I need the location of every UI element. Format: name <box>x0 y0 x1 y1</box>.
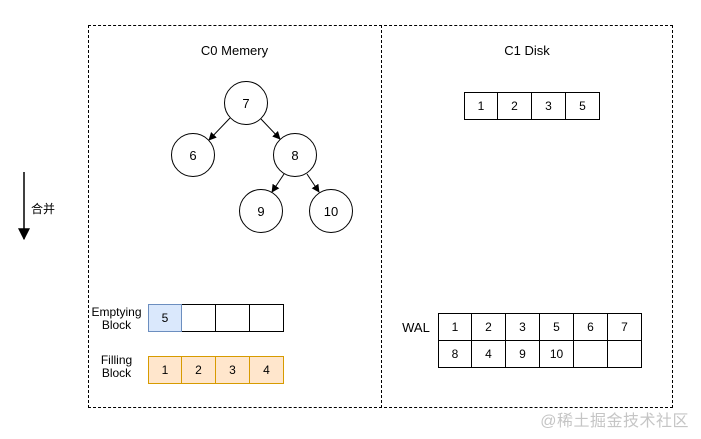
emptying-block-array: 5 <box>148 304 284 332</box>
wal-cell: 9 <box>506 341 540 368</box>
tree-edge-7-6 <box>208 117 231 141</box>
dashed-container <box>88 25 673 408</box>
wal-cell <box>574 341 608 368</box>
watermark: @稀土掘金技术社区 <box>540 413 689 430</box>
emptying-cell-highlighted: 5 <box>148 304 182 332</box>
wal-cell: 6 <box>574 313 608 341</box>
disk-cell: 5 <box>566 92 600 120</box>
c0-memory-title: C0 Memery <box>200 43 269 58</box>
tree-node-10: 10 <box>309 189 353 233</box>
wal-cell: 7 <box>608 313 642 341</box>
filling-block-label-line1: Filling <box>100 353 133 367</box>
emptying-block-label-line1: Emptying <box>91 305 142 319</box>
wal-cell: 4 <box>472 341 506 368</box>
tree-node-6: 6 <box>171 133 215 177</box>
filling-block-array: 1 2 3 4 <box>148 356 284 384</box>
wal-cell: 2 <box>472 313 506 341</box>
filling-cell: 4 <box>250 356 284 384</box>
disk-cell: 3 <box>532 92 566 120</box>
disk-cell: 1 <box>464 92 498 120</box>
disk-cell: 2 <box>498 92 532 120</box>
wal-cell: 5 <box>540 313 574 341</box>
c1-disk-title: C1 Disk <box>504 43 550 58</box>
emptying-block-label-line2: Block <box>101 318 132 332</box>
filling-cell: 1 <box>148 356 182 384</box>
filling-block-label: Filling Block <box>88 354 145 380</box>
tree-edge-7-8 <box>260 118 281 140</box>
filling-cell: 2 <box>182 356 216 384</box>
tree-node-8: 8 <box>273 133 317 177</box>
wal-row-2: 8 4 9 10 <box>438 341 642 368</box>
tree-edge-8-10 <box>306 173 320 193</box>
wal-cell: 3 <box>506 313 540 341</box>
filling-cell: 3 <box>216 356 250 384</box>
wal-label: WAL <box>402 320 430 335</box>
merge-label: 合并 <box>31 202 56 216</box>
wal-table: 1 2 3 5 6 7 8 4 9 10 <box>438 313 642 368</box>
tree-node-7: 7 <box>224 81 268 125</box>
emptying-cell <box>216 304 250 332</box>
wal-cell <box>608 341 642 368</box>
panel-divider <box>381 25 382 408</box>
emptying-block-label: Emptying Block <box>88 306 145 332</box>
tree-edge-8-9 <box>271 173 285 193</box>
wal-row-1: 1 2 3 5 6 7 <box>438 313 642 341</box>
wal-cell: 8 <box>438 341 472 368</box>
emptying-cell <box>182 304 216 332</box>
wal-cell: 10 <box>540 341 574 368</box>
wal-cell: 1 <box>438 313 472 341</box>
filling-block-label-line2: Block <box>101 366 132 380</box>
emptying-cell <box>250 304 284 332</box>
c1-disk-array: 1 2 3 5 <box>464 92 600 120</box>
tree-node-9: 9 <box>239 189 283 233</box>
